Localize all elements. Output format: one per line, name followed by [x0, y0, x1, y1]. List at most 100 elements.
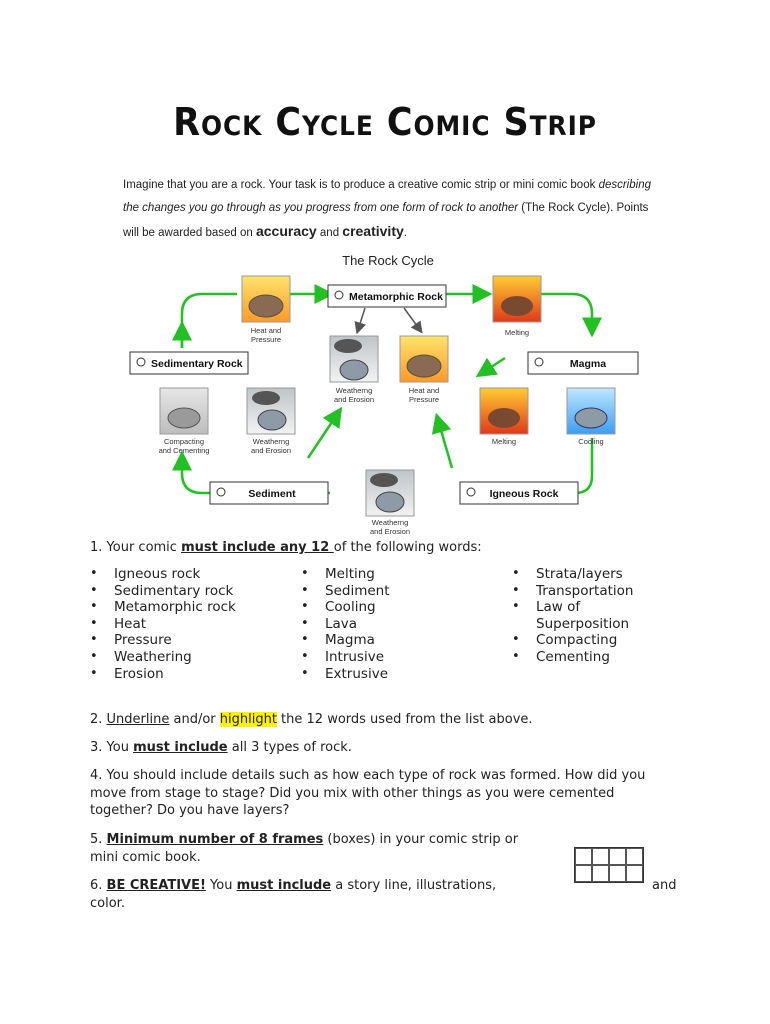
instruction-3: 3. You must include all 3 types of rock.: [90, 739, 352, 757]
magnifier-icon: [334, 290, 344, 300]
node-label: Igneous Rock: [490, 488, 559, 500]
instruction-6: 6. BE CREATIVE! You must include a story…: [90, 877, 560, 912]
caption: Heat and: [409, 386, 439, 395]
melting-panel-right: [479, 387, 529, 435]
caption: Pressure: [251, 335, 281, 344]
instruction-4: 4. You should include details such as ho…: [90, 768, 646, 818]
word-list-item: Sediment: [301, 583, 501, 600]
underlined-text: Underline: [106, 712, 170, 727]
highlighted-text: highlight: [219, 712, 277, 727]
comic-frames-icon: [574, 847, 644, 883]
caption: Weatherng: [372, 518, 409, 527]
text: 3. You: [90, 740, 134, 755]
caption: and Cementing: [159, 446, 210, 455]
caption: Melting: [505, 328, 529, 337]
text: 5.: [90, 832, 107, 847]
melting-panel-top: [492, 275, 542, 323]
intro-paragraph: Imagine that you are a rock. Your task i…: [123, 174, 653, 245]
caption: Melting: [492, 437, 516, 446]
word-list-item: Igneous rock: [90, 566, 290, 583]
caption: Pressure: [409, 395, 439, 404]
word-column-2: MeltingSedimentCoolingLavaMagmaIntrusive…: [301, 566, 501, 682]
text: all 3 types of rock.: [227, 740, 352, 755]
bold-underlined-text: BE CREATIVE!: [106, 878, 206, 893]
heat-pressure-panel-mid: [399, 335, 449, 383]
magnifier-icon: [466, 487, 476, 497]
magnifier-icon: [136, 357, 146, 367]
caption: Heat and: [251, 326, 281, 335]
word-list-item: Strata/layers: [512, 566, 672, 583]
node-label: Metamorphic Rock: [349, 291, 443, 303]
text: and/or: [169, 712, 220, 727]
word-list-item: Law of Superposition: [512, 599, 672, 632]
caption: and Erosion: [334, 395, 374, 404]
word-list-item: Melting: [301, 566, 501, 583]
accuracy-word: accuracy: [255, 223, 317, 239]
bold-underlined-text: must include: [236, 878, 332, 893]
text: of the following words:: [333, 540, 482, 555]
word-list-item: Weathering: [90, 649, 290, 666]
page-title: Rock Cycle Comic Strip: [173, 100, 597, 144]
magnifier-icon: [216, 487, 226, 497]
node-label: Sedimentary Rock: [151, 358, 243, 370]
caption: Weatherng: [336, 386, 373, 395]
bold-underlined-text: Minimum number of 8 frames: [106, 832, 324, 847]
caption: and Erosion: [251, 446, 291, 455]
node-label: Magma: [570, 358, 606, 370]
node-metamorphic-rock: Metamorphic Rock: [327, 284, 447, 308]
word-list-item: Metamorphic rock: [90, 599, 290, 616]
intro-text: Imagine that you are a rock. Your task i…: [123, 179, 599, 191]
intro-text-italic: describing: [598, 179, 651, 191]
weathering-panel-mid: [329, 335, 379, 383]
caption: Weatherng: [253, 437, 290, 446]
node-magma: Magma: [527, 351, 639, 375]
node-sedimentary-rock: Sedimentary Rock: [129, 351, 249, 375]
intro-text: will be awarded based on: [123, 227, 256, 239]
cooling-panel: [566, 387, 616, 435]
word-list-item: Heat: [90, 616, 290, 633]
word-list-item: Sedimentary rock: [90, 583, 290, 600]
caption: and Erosion: [370, 527, 410, 536]
heat-pressure-panel-top: [241, 275, 291, 323]
caption: Cooling: [578, 437, 603, 446]
text: color.: [90, 895, 125, 911]
caption: Compacting: [164, 437, 204, 446]
word-list-item: Extrusive: [301, 666, 501, 683]
instruction-1: 1. Your comic must include any 12 of the…: [90, 539, 482, 557]
word-column-1: Igneous rockSedimentary rockMetamorphic …: [90, 566, 290, 682]
word-list-item: Transportation: [512, 583, 672, 600]
text: the 12 words used from the list above.: [276, 712, 533, 727]
word-column-3: Strata/layersTransportationLaw of Superp…: [512, 566, 672, 666]
node-label: Sediment: [248, 488, 296, 500]
instruction-5: 5. Minimum number of 8 frames (boxes) in…: [90, 831, 570, 866]
text: (boxes) in your comic strip or: [323, 832, 519, 847]
text: a story line, illustrations,: [331, 878, 497, 893]
text: 6.: [90, 878, 107, 893]
diagram-title: The Rock Cycle: [342, 253, 434, 268]
weathering-panel-left: [246, 387, 296, 435]
intro-text: and: [316, 227, 343, 239]
bold-underlined-text: must include any 12: [181, 540, 334, 555]
compacting-panel: [159, 387, 209, 435]
word-list-item: Cementing: [512, 649, 672, 666]
node-igneous-rock: Igneous Rock: [459, 481, 579, 505]
text: 2.: [90, 712, 107, 727]
word-list-item: Lava: [301, 616, 501, 633]
intro-text: (The Rock Cycle). Points: [518, 202, 649, 214]
word-list-item: Pressure: [90, 632, 290, 649]
word-list-item: Magma: [301, 632, 501, 649]
text: 1. Your comic: [90, 540, 182, 555]
word-list-item: Compacting: [512, 632, 672, 649]
weathering-panel-bottom: [365, 469, 415, 517]
text: mini comic book.: [90, 849, 201, 865]
magnifier-icon: [534, 357, 544, 367]
intro-text-italic: the changes you go through as you progre…: [123, 202, 519, 214]
word-list-item: Erosion: [90, 666, 290, 683]
word-list-item: Cooling: [301, 599, 501, 616]
creativity-word: creativity: [342, 223, 404, 239]
instruction-2: 2. Underline and/or highlight the 12 wor…: [90, 711, 533, 729]
intro-text: .: [403, 227, 407, 239]
instruction-6-and: and: [652, 878, 677, 893]
bold-underlined-text: must include: [133, 740, 228, 755]
word-list-item: Intrusive: [301, 649, 501, 666]
